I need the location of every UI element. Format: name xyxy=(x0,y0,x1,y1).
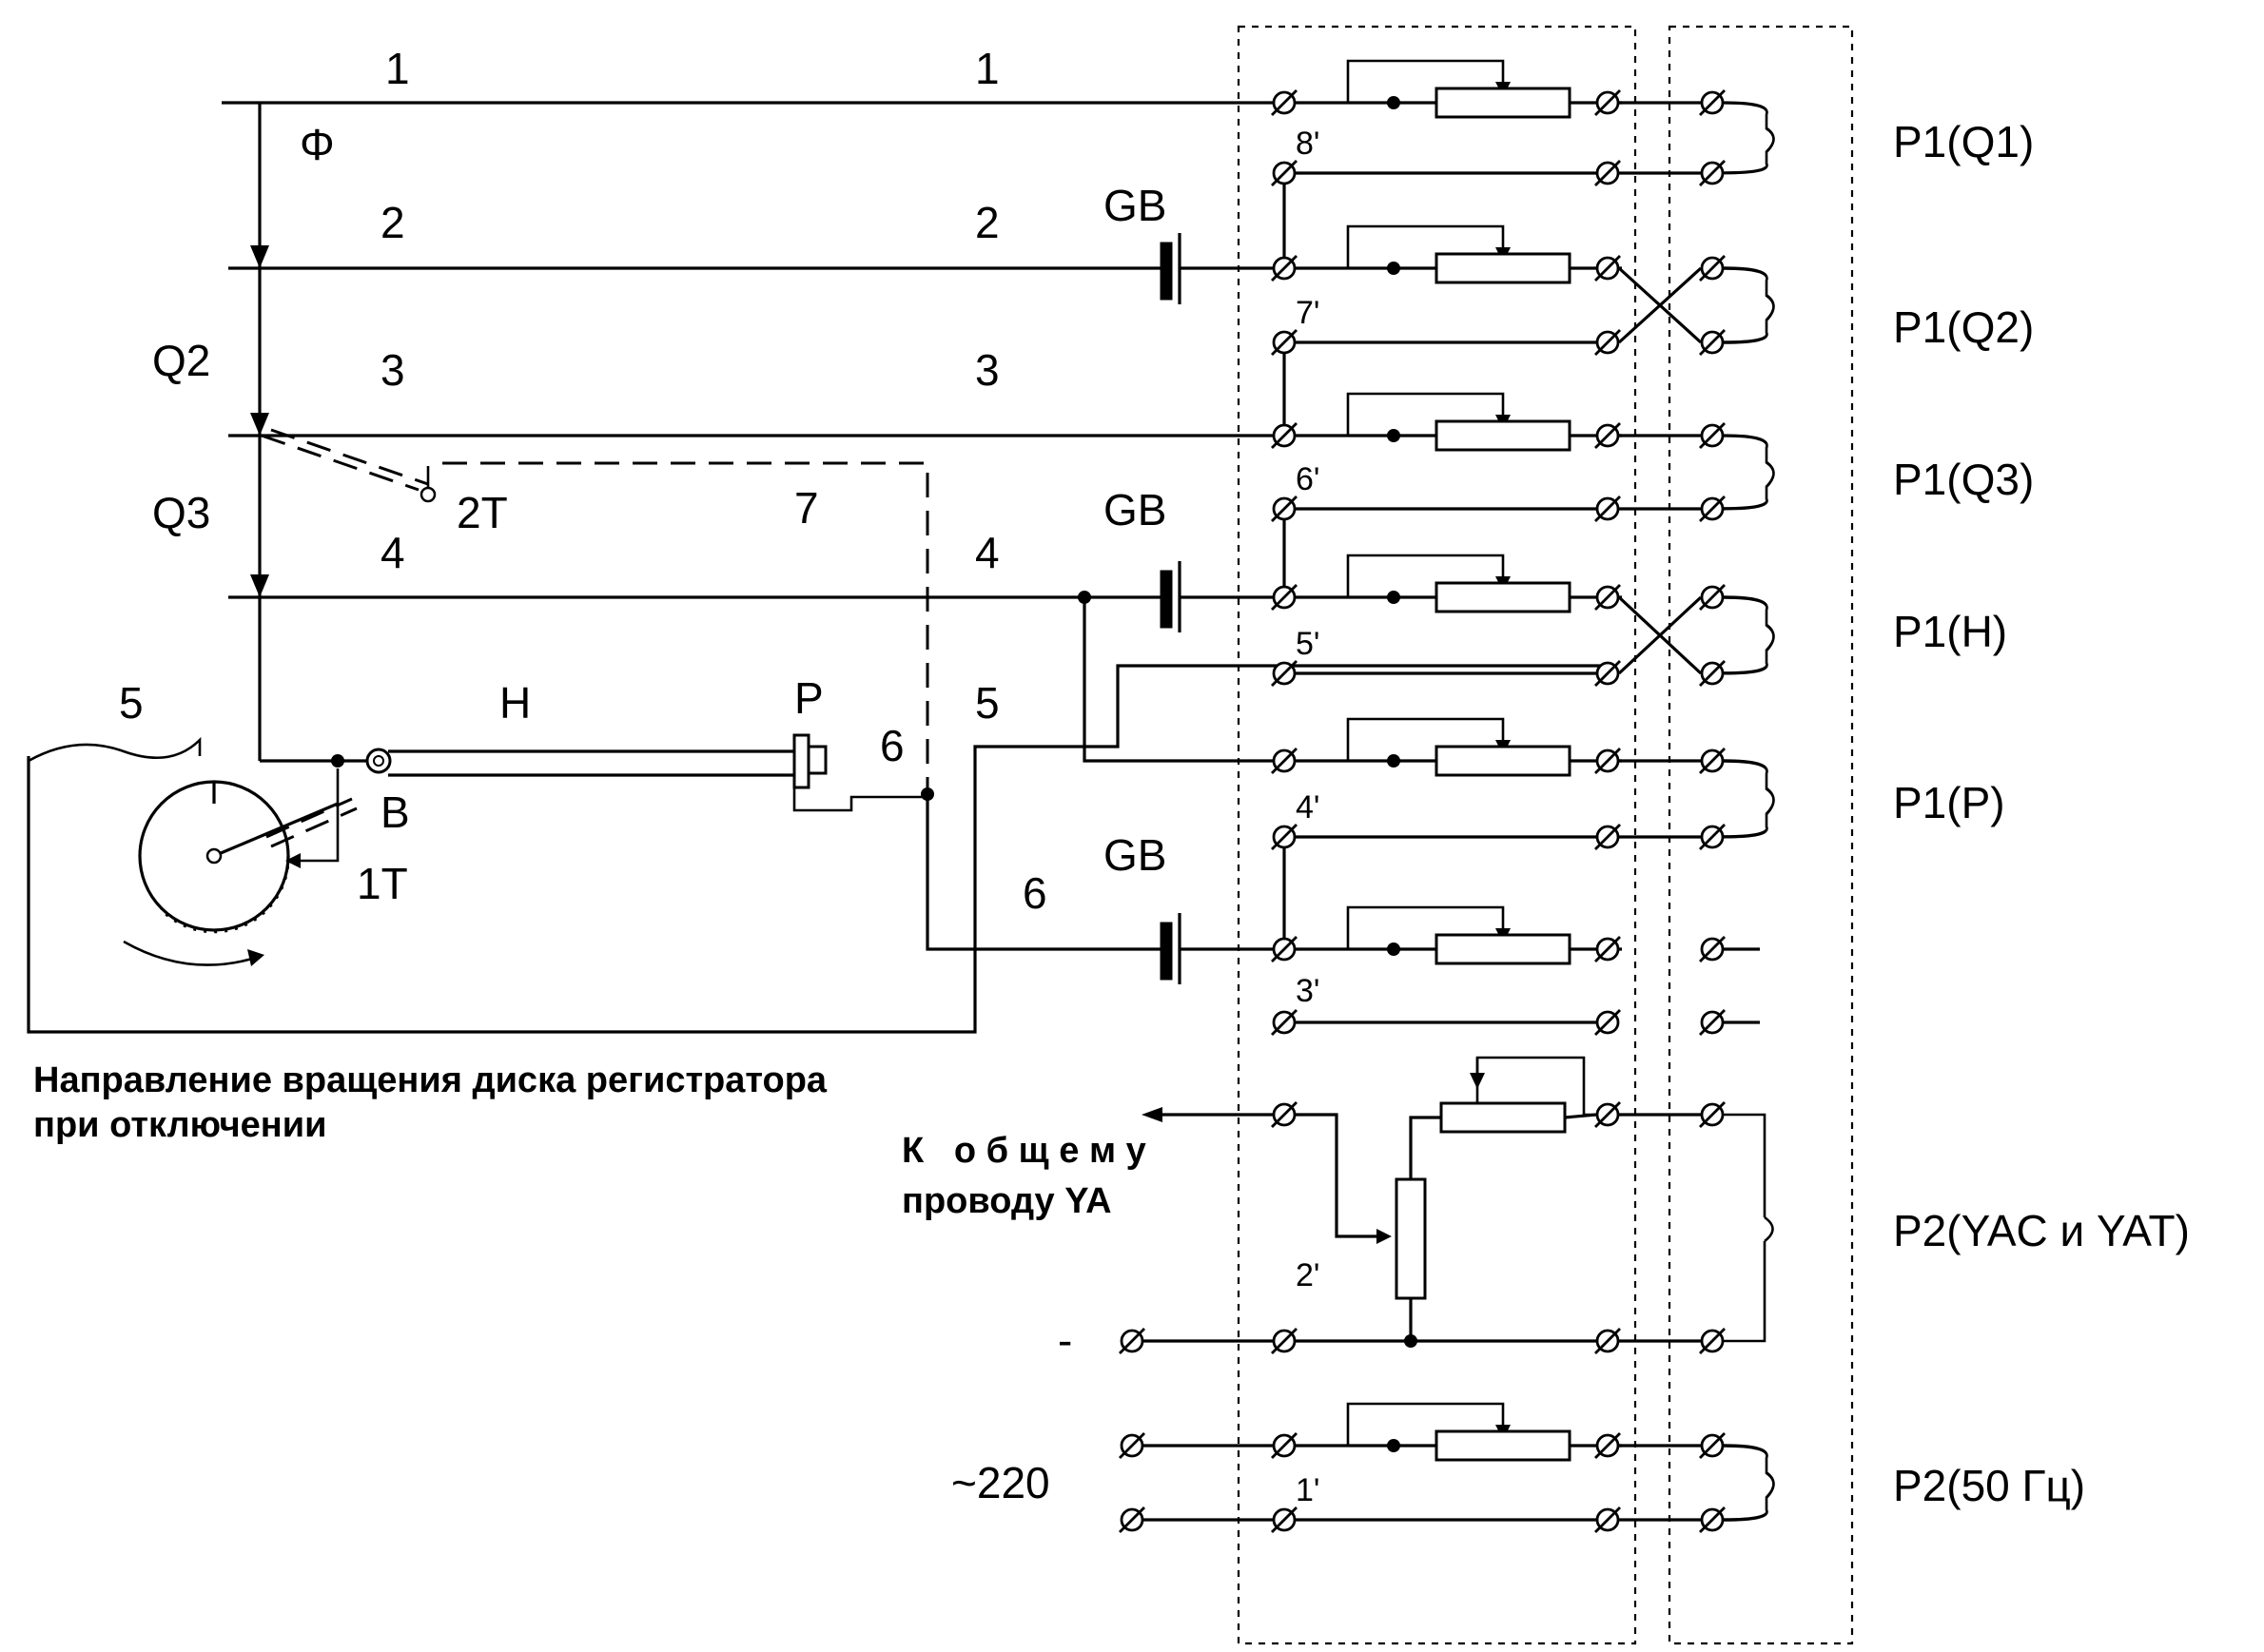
battery-gb3 xyxy=(1160,913,1279,984)
wire-2-right-label: 2 xyxy=(975,198,1000,247)
common-wire-label: К о б щ е м у проводу YA xyxy=(902,1131,1146,1221)
terminal-4-label: 4' xyxy=(1296,789,1319,826)
1t-label: 1T xyxy=(357,859,408,908)
panel-box-left xyxy=(1237,25,1637,1645)
rod-h-p xyxy=(260,591,1279,951)
gb2-label: GB xyxy=(1103,485,1166,534)
output-p2-50hz-label: P2(50 Гц) xyxy=(1893,1461,2085,1510)
output-p1-p-label: P1(P) xyxy=(1893,778,2005,827)
terminal-prime-labels: 8' 7' 6' 5' 4' 3' 2' 1' xyxy=(1296,126,1319,1508)
caption-line-2: при отключении xyxy=(33,1105,326,1145)
wire-7-label: 7 xyxy=(794,483,819,533)
q3-label: Q3 xyxy=(152,488,210,537)
wire-6-low-label: 6 xyxy=(1023,868,1047,918)
wire-2-left-label: 2 xyxy=(381,198,405,247)
registrar-disk xyxy=(27,664,1279,1034)
output-p1-q3-label: P1(Q3) xyxy=(1893,455,2034,504)
wire-4-left-label: 4 xyxy=(381,528,405,577)
wire-3-right-label: 3 xyxy=(975,345,1000,395)
wire-1-left-label: 1 xyxy=(385,44,410,93)
wire-6-mid-label: 6 xyxy=(880,721,905,770)
terminal-3-label: 3' xyxy=(1296,973,1319,1009)
h-label: H xyxy=(499,678,531,728)
registrar-labels: H P B 1T 2T xyxy=(357,488,824,908)
2t-label: 2T xyxy=(457,488,508,537)
p-label: P xyxy=(794,673,824,723)
terminal-7-label: 7' xyxy=(1296,295,1319,331)
wire-1-right-label: 1 xyxy=(975,44,1000,93)
common-wire-line-1: К о б щ е м у xyxy=(902,1131,1146,1171)
phi-label: Φ xyxy=(300,120,335,169)
wire-3-left-label: 3 xyxy=(381,345,405,395)
bus-labels: Φ Q2 Q3 xyxy=(152,120,335,537)
gb3-label: GB xyxy=(1103,830,1166,880)
wire-4-right-label: 4 xyxy=(975,528,1000,577)
output-labels: P1(Q1) P1(Q2) P1(Q3) P1(H) P1(P) P2(YAC … xyxy=(1893,117,2190,1510)
output-p1-q2-label: P1(Q2) xyxy=(1893,302,2034,352)
common-wire-line-2: проводу YA xyxy=(902,1181,1112,1221)
battery-labels: GB GB GB xyxy=(1103,181,1166,880)
battery-gb2 xyxy=(1160,561,1279,632)
q2-label: Q2 xyxy=(152,336,210,385)
caption: Направление вращения диска регистратора … xyxy=(33,1060,828,1145)
terminal-6-label: 6' xyxy=(1296,461,1319,497)
wire-5-left-label: 5 xyxy=(119,678,144,728)
panel-box-right xyxy=(1668,25,1854,1645)
output-p2-yac-yat-label: P2(YAC и YAT) xyxy=(1893,1206,2190,1255)
gb1-label: GB xyxy=(1103,181,1166,230)
wire-5-right-label: 5 xyxy=(975,678,1000,728)
output-p1-h-label: P1(H) xyxy=(1893,607,2007,656)
ac-220-label: ~220 xyxy=(951,1458,1050,1507)
dashed-link-2t xyxy=(261,428,929,789)
output-p1-q1-label: P1(Q1) xyxy=(1893,117,2034,166)
terminal-8-label: 8' xyxy=(1296,126,1319,162)
terminal-1-label: 1' xyxy=(1296,1472,1319,1508)
wire-labels: 1 1 2 2 3 3 4 4 5 5 6 6 7 xyxy=(119,44,1047,918)
terminal-strip xyxy=(1118,59,1776,1534)
minus-label: - xyxy=(1058,1315,1072,1365)
terminal-2-label: 2' xyxy=(1296,1257,1319,1293)
b-label: B xyxy=(381,787,410,837)
bus-ladder xyxy=(222,101,1279,761)
caption-line-1: Направление вращения диска регистратора xyxy=(33,1060,828,1100)
terminal-5-label: 5' xyxy=(1296,626,1319,662)
battery-gb1 xyxy=(1160,233,1279,304)
supply-labels: - ~220 xyxy=(951,1315,1072,1507)
